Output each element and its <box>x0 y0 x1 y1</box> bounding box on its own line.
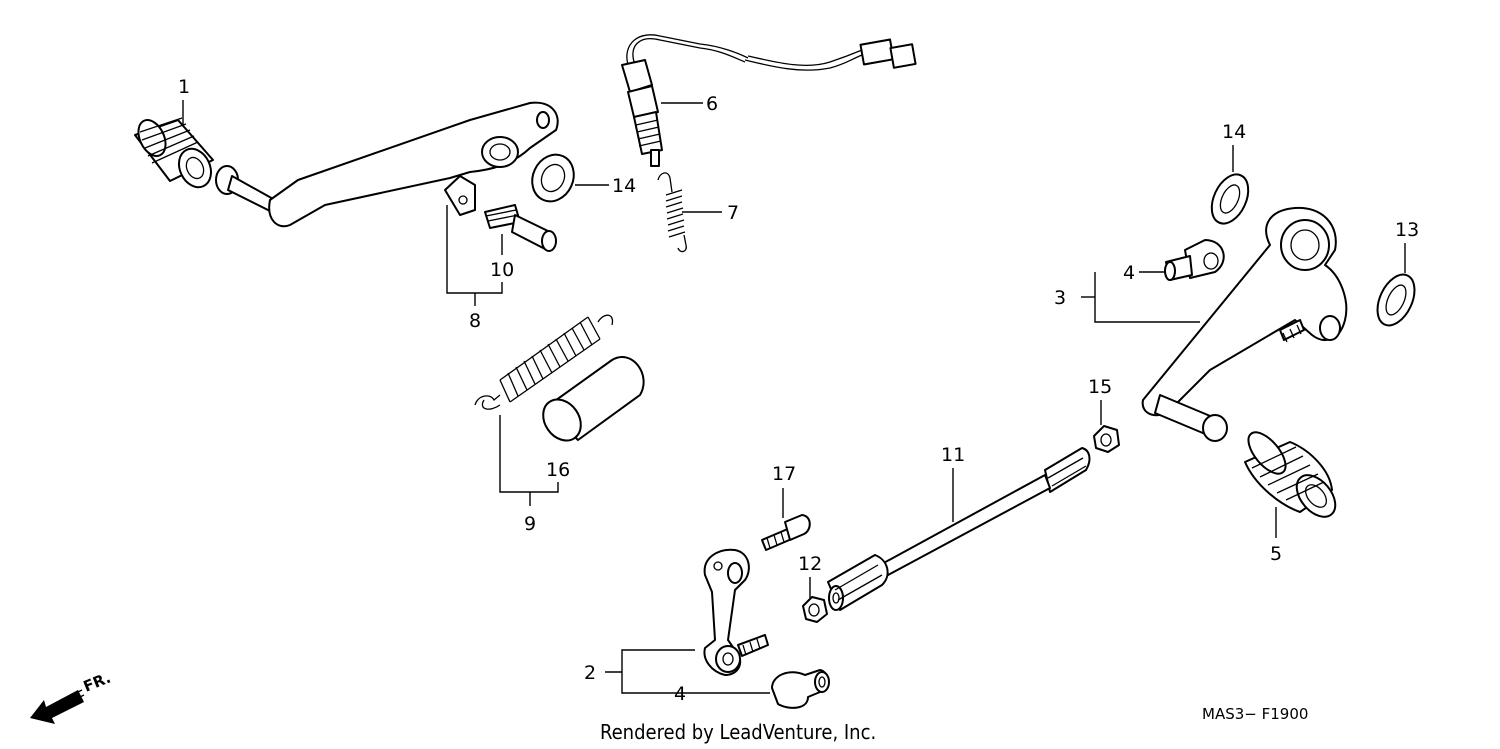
part-4-rod-end-right[interactable] <box>1164 239 1225 281</box>
callout-7: 7 <box>727 202 739 224</box>
callout-9: 9 <box>524 513 536 535</box>
part-16-collar[interactable] <box>535 356 645 448</box>
part-12-nut[interactable] <box>802 596 828 623</box>
part-11-shift-rod[interactable] <box>827 447 1091 611</box>
callout-4-lower: 4 <box>674 683 686 705</box>
diagram-code: MAS3− F1900 <box>1202 705 1308 723</box>
part-5-footpeg-rubber-right[interactable] <box>1242 426 1343 524</box>
front-direction-label: FR. <box>81 669 114 696</box>
callout-labels: 1 6 7 14 10 8 16 9 14 13 4 3 15 11 5 17 … <box>178 76 1419 705</box>
callout-14-left: 14 <box>612 175 636 197</box>
front-direction-arrow-icon <box>30 689 85 724</box>
callout-1: 1 <box>178 76 190 98</box>
part-2-shift-arm-lower[interactable] <box>703 548 769 676</box>
callout-2: 2 <box>584 662 596 684</box>
callout-17: 17 <box>772 463 796 485</box>
callout-12: 12 <box>798 553 822 575</box>
render-credit: Rendered by LeadVenture, Inc. <box>600 720 876 744</box>
part-7-return-spring[interactable] <box>657 172 687 253</box>
leader-lines <box>182 100 1406 694</box>
callout-14-right: 14 <box>1222 121 1246 143</box>
callout-11: 11 <box>941 444 965 466</box>
part-6-switch-harness[interactable] <box>621 34 917 167</box>
callout-15: 15 <box>1088 376 1112 398</box>
callout-8: 8 <box>469 310 481 332</box>
part-8-shift-lever[interactable] <box>215 101 559 228</box>
part-9-spring-set[interactable] <box>474 314 614 410</box>
part-14-washer-left[interactable] <box>525 148 582 208</box>
callout-16: 16 <box>546 459 570 481</box>
part-4-rod-end-lower[interactable] <box>771 669 830 709</box>
callout-4-right: 4 <box>1123 262 1135 284</box>
part-13-washer[interactable] <box>1370 269 1422 331</box>
callout-5: 5 <box>1270 543 1282 565</box>
callout-6: 6 <box>706 93 718 115</box>
callout-10: 10 <box>490 259 514 281</box>
callout-3: 3 <box>1054 287 1066 309</box>
part-14-washer-right[interactable] <box>1205 169 1256 230</box>
part-3-shift-arm-right[interactable] <box>1141 206 1348 442</box>
part-10-pivot-bolt[interactable] <box>484 204 557 252</box>
callout-13: 13 <box>1395 219 1419 241</box>
part-1-footpeg-rubber[interactable] <box>133 116 217 193</box>
part-15-nut[interactable] <box>1093 425 1120 453</box>
part-17-bolt[interactable] <box>761 514 811 551</box>
